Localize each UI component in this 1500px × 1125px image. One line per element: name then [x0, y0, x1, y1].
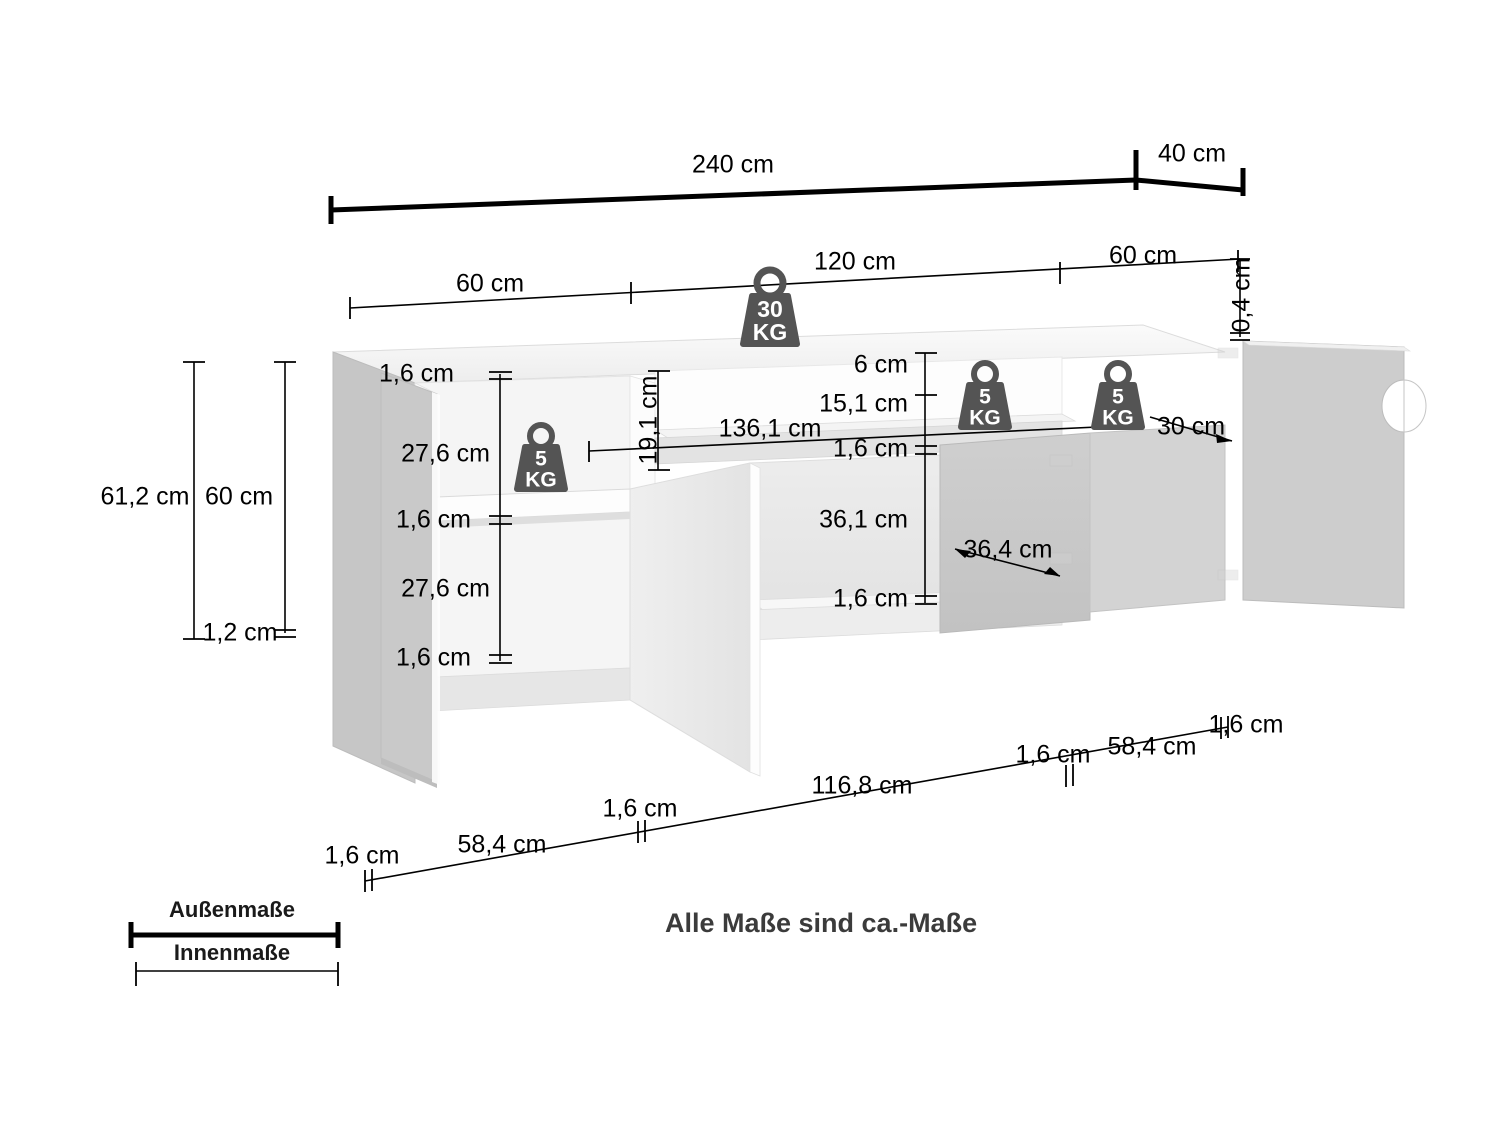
weight-hook-icon — [1104, 360, 1133, 388]
bottom-label-6: 58,4 cm — [1108, 733, 1197, 761]
bottom-dimension-line — [364, 726, 1229, 882]
depth-364-arrow-right — [1044, 567, 1060, 576]
bottom-label-4: 116,8 cm — [812, 772, 913, 800]
left-bay-shelf-thickness-label: 1,6 cm — [396, 506, 471, 534]
weight-hook-icon — [753, 266, 787, 300]
height-612-label: 61,2 cm — [101, 483, 190, 511]
left-door-gap-highlight — [432, 392, 440, 785]
weight-body-icon — [958, 382, 1012, 430]
weight-unit-30: KG — [753, 319, 788, 345]
right-bay-interior — [1089, 424, 1226, 613]
cabinet-left-foot — [381, 758, 437, 788]
left-open-door-panel — [629, 462, 751, 773]
weight-value-30: 30 — [757, 296, 783, 322]
depth-40-label: 40 cm — [1158, 140, 1226, 168]
niche-width-line — [588, 424, 1141, 452]
left-bay-lower-height-label: 27,6 cm — [401, 575, 490, 603]
section-width-dimension-group: 60 cm 120 cm 60 cm 0,4 cm — [349, 242, 1256, 341]
section-dimension-line — [349, 258, 1241, 309]
left-bay-dimension-group: 1,6 cm 27,6 cm 1,6 cm 27,6 cm 1,6 cm — [379, 360, 512, 672]
height-60-label: 60 cm — [205, 483, 273, 511]
bottom-label-5: 1,6 cm — [1015, 741, 1090, 769]
legend-group: Außenmaße Innenmaße — [128, 897, 341, 986]
depth-364-leader — [954, 548, 1061, 577]
width-240-line — [330, 177, 1137, 213]
left-height-dimension-group: 61,2 cm 60 cm 1,2 cm — [101, 361, 296, 647]
left-bay-shelf-edge — [437, 512, 630, 528]
weight-unit-5-center: KG — [969, 407, 1001, 430]
weight-badge-5kg-right: 5 KG — [1091, 360, 1145, 430]
center-361-label: 36,1 cm — [819, 506, 908, 534]
center-151-label: 15,1 cm — [819, 390, 908, 418]
weight-unit-5-left: KG — [525, 469, 557, 492]
center-shelf-thickness-label: 1,6 cm — [833, 435, 908, 463]
depth-dimension-group: 30 cm 36,4 cm — [954, 413, 1233, 577]
depth-30-arrow — [1216, 434, 1232, 443]
center-right-door — [939, 432, 1091, 634]
weight-value-5-left: 5 — [535, 448, 547, 471]
bottom-label-2: 58,4 cm — [458, 831, 547, 859]
weight-badge-30kg: 30 KG — [740, 266, 800, 347]
center-niche-dimension-group: 19,1 cm 136,1 cm 6 cm 15,1 cm 1,6 cm 36,… — [588, 351, 1141, 613]
furniture-illustration — [332, 324, 1427, 788]
niche-width-label: 136,1 cm — [719, 415, 822, 443]
depth-30-label: 30 cm — [1157, 413, 1225, 441]
hinge-marks-center-door — [1049, 454, 1073, 565]
depth-364-arrow-left — [955, 549, 971, 558]
right-open-door-panel — [1242, 340, 1405, 609]
right-door-handle-notch — [1403, 379, 1427, 433]
bottom-label-3: 1,6 cm — [602, 795, 677, 823]
height-12-label: 1,2 cm — [202, 619, 277, 647]
approximate-measures-note: Alle Maße sind ca.-Maße — [665, 908, 977, 938]
weight-value-5-center: 5 — [979, 386, 991, 409]
thickness-04-label: 0,4 cm — [1228, 257, 1256, 332]
weight-badge-5kg-left: 5 KG — [514, 422, 568, 492]
width-240-label: 240 cm — [692, 151, 774, 179]
weight-badge-5kg-center: 5 KG — [958, 360, 1012, 430]
legend-inner-label: Innenmaße — [174, 940, 290, 965]
bottom-label-7: 1,6 cm — [1208, 711, 1283, 739]
weight-body-icon — [1091, 382, 1145, 430]
section-center-120-label: 120 cm — [814, 248, 896, 276]
right-open-door-edge-top — [1241, 340, 1412, 352]
weight-body-icon — [740, 293, 800, 347]
top-width-dimension-group: 240 cm 40 cm — [328, 140, 1246, 224]
left-bay-upper-height-label: 27,6 cm — [401, 440, 490, 468]
left-open-door-edge — [749, 462, 761, 777]
depth-364-label: 36,4 cm — [964, 536, 1053, 564]
left-bay-bottom-thickness-label: 1,6 cm — [396, 644, 471, 672]
niche-height-label: 19,1 cm — [635, 376, 663, 465]
weight-unit-5-right: KG — [1102, 407, 1134, 430]
left-bay-top-thickness-label: 1,6 cm — [379, 360, 454, 388]
legend-outer-label: Außenmaße — [169, 897, 295, 922]
bottom-dimension-group: 1,6 cm 58,4 cm 1,6 cm 116,8 cm 1,6 cm 58… — [324, 711, 1284, 892]
weight-body-icon — [514, 444, 568, 492]
section-left-60-label: 60 cm — [456, 270, 524, 298]
weight-value-5-right: 5 — [1112, 386, 1124, 409]
depth-40-line — [1135, 177, 1244, 193]
bottom-label-1: 1,6 cm — [324, 842, 399, 870]
center-bottom-thickness-label: 1,6 cm — [833, 585, 908, 613]
hinge-marks-right-door — [1217, 347, 1239, 581]
center-6cm-label: 6 cm — [854, 351, 908, 379]
section-right-60-label: 60 cm — [1109, 242, 1177, 270]
